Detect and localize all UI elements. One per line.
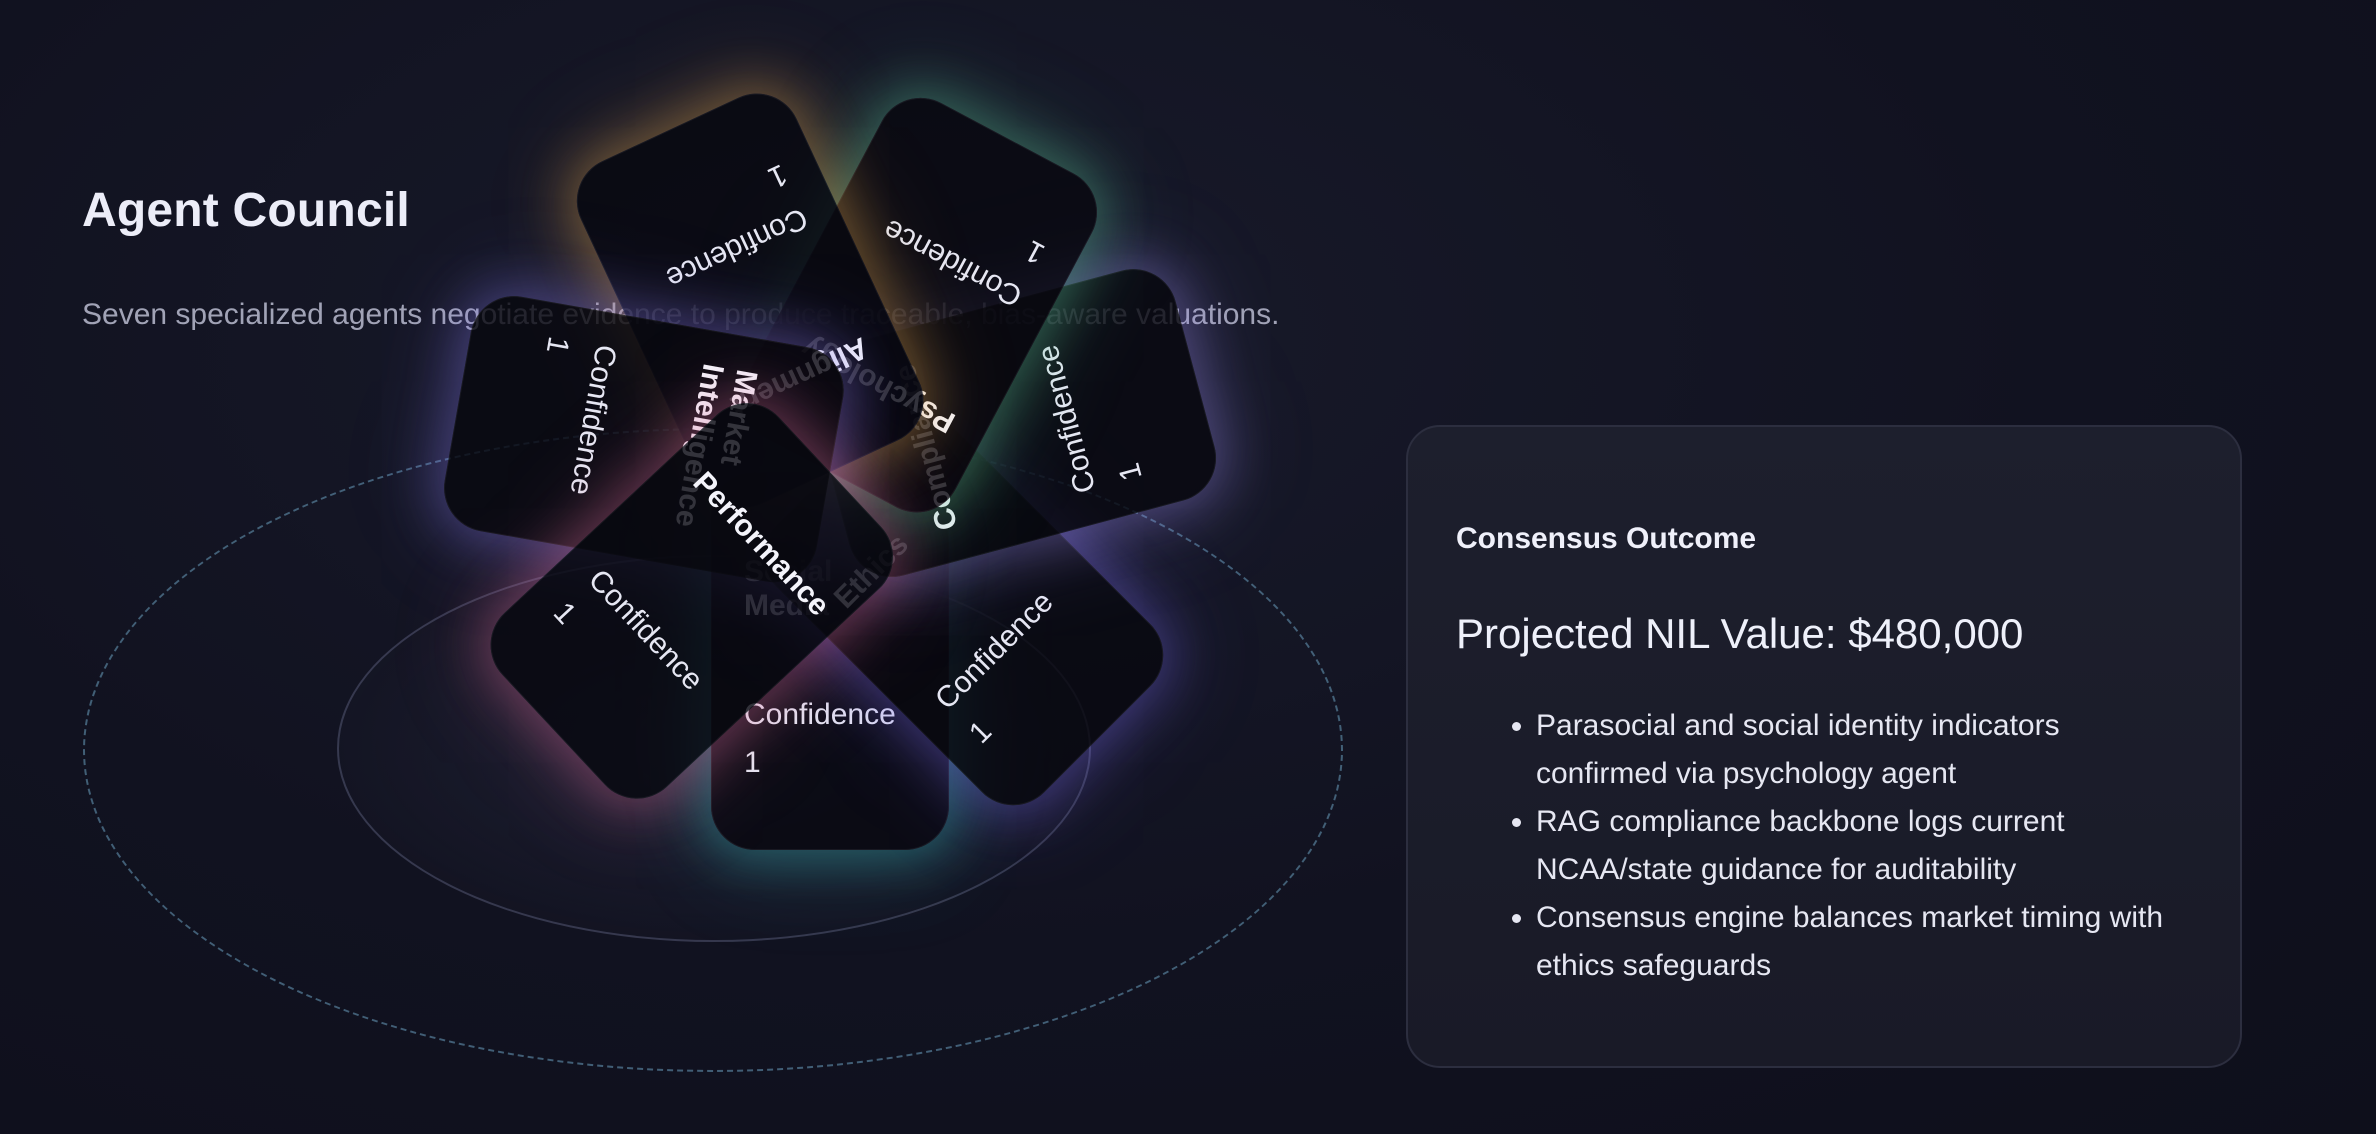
outer-orbit-ring: [83, 428, 1343, 1072]
confidence-label: Confidence: [1031, 341, 1103, 497]
confidence-label: Confidence: [928, 585, 1060, 716]
page-title: Agent Council: [82, 184, 410, 237]
confidence-label: Confidence: [744, 698, 896, 731]
agent-name: Market Intelligence: [668, 361, 764, 530]
agent-name: Ethics: [827, 527, 915, 615]
agent-name: Psychology: [796, 330, 961, 440]
agent-card-social-media[interactable]: Social Media Confidence 1: [711, 472, 949, 850]
confidence-value: 1: [763, 157, 793, 195]
agent-confidence: Confidence 1: [924, 580, 1099, 755]
confidence-value: 1: [539, 333, 576, 357]
agent-confidence: Confidence 1: [1025, 327, 1157, 498]
confidence-value: 1: [962, 714, 999, 750]
list-item: RAG compliance backbone logs current NCA…: [1536, 798, 2196, 894]
agent-confidence: Confidence 1: [541, 558, 715, 734]
agent-name: Compliance: [888, 360, 965, 534]
agent-card-ethics[interactable]: Ethics Confidence 1: [745, 387, 1182, 824]
page-subtitle: Seven specialized agents negotiate evide…: [82, 298, 1280, 331]
consensus-outcome-panel: Consensus Outcome Projected NIL Value: $…: [1406, 425, 2242, 1068]
list-item: Parasocial and social identity indicator…: [1536, 702, 2196, 798]
agent-confidence: Confidence 1: [508, 333, 629, 499]
agent-card-market-intelligence[interactable]: Market Intelligence Confidence 1: [437, 289, 851, 590]
panel-heading: Consensus Outcome: [1456, 522, 1757, 555]
confidence-label: Confidence: [581, 563, 710, 697]
inner-council-table: [337, 555, 1091, 942]
agent-confidence: Confidence 1: [875, 163, 1054, 319]
outcome-bullet-list: Parasocial and social identity indicator…: [1456, 702, 2196, 990]
agent-card-performance[interactable]: Performance Confidence 1: [472, 384, 912, 817]
agent-name: Performance: [686, 465, 836, 623]
confidence-label: Confidence: [563, 342, 623, 498]
confidence-value: 1: [546, 595, 583, 631]
list-item: Consensus engine balances market timing …: [1536, 894, 2196, 990]
projected-value: Projected NIL Value: $480,000: [1456, 610, 2024, 657]
confidence-label: Confidence: [660, 200, 813, 295]
confidence-value: 1: [744, 746, 761, 779]
agent-name: Social Media: [744, 555, 833, 622]
confidence-value: 1: [1112, 459, 1149, 485]
agent-confidence: Confidence 1: [637, 150, 815, 301]
confidence-value: 1: [1019, 233, 1051, 271]
agent-name: Alignment: [725, 330, 873, 423]
agent-confidence: Confidence 1: [744, 691, 896, 787]
